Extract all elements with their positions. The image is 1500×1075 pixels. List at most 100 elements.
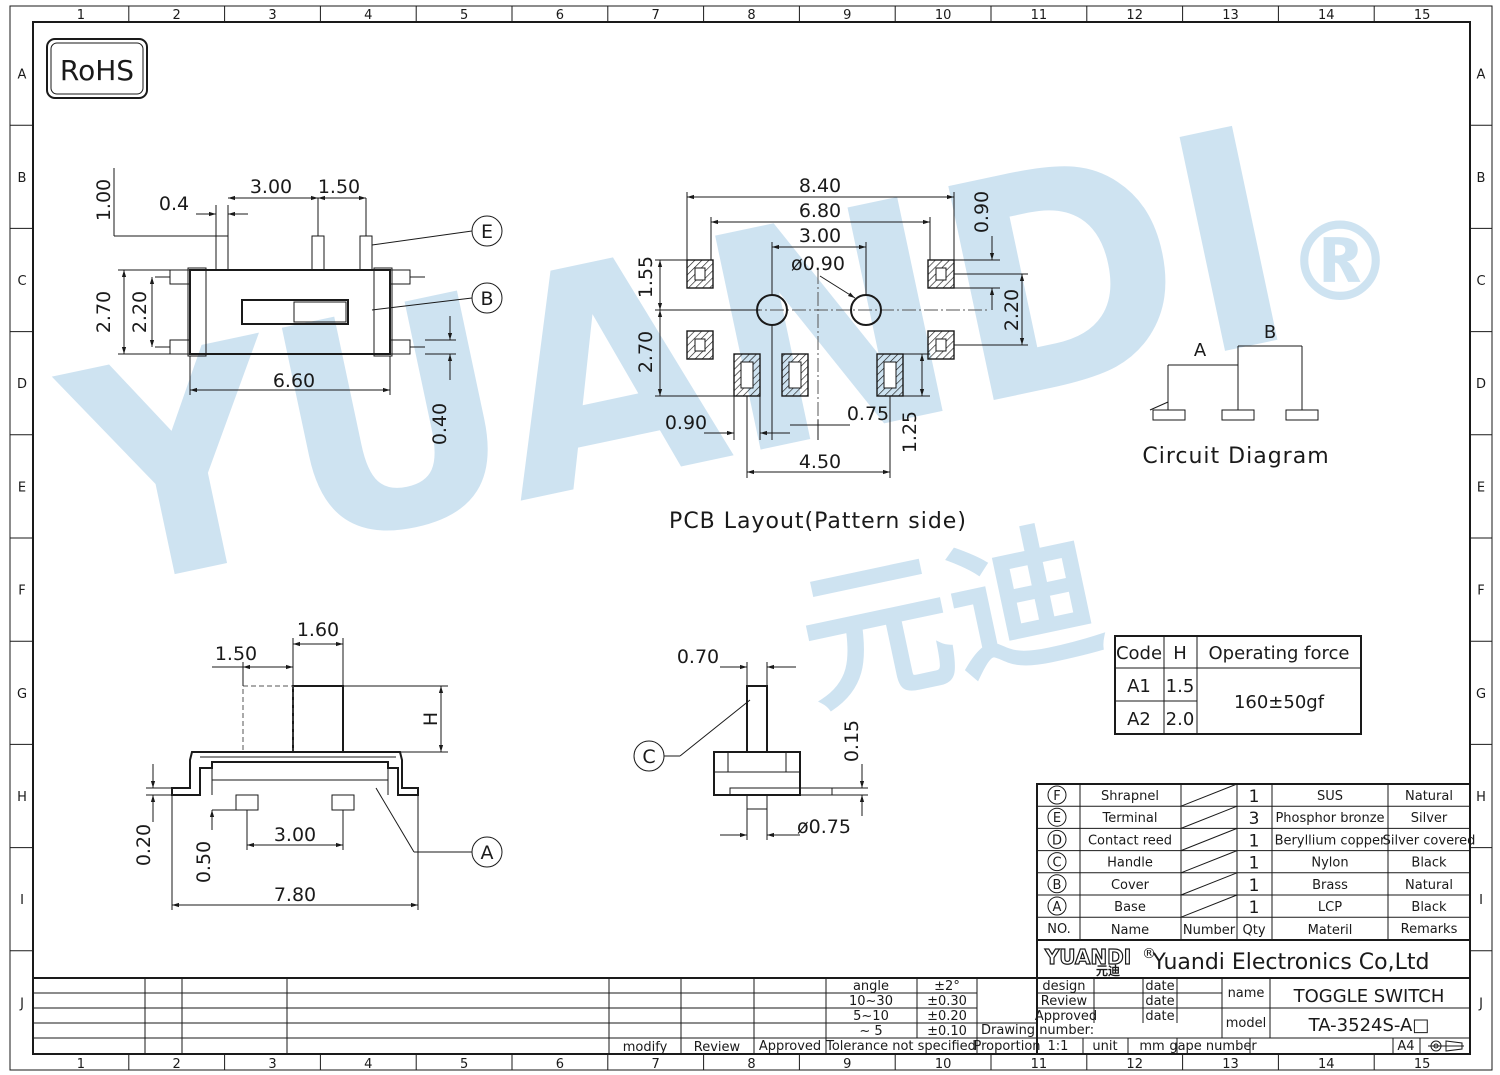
tb-model-value: TA-3524S-A□ xyxy=(1308,1015,1430,1036)
bom-name: Shrapnel xyxy=(1101,789,1159,804)
bom-no: C xyxy=(1052,856,1061,871)
pcb-dim-0-90-top: 0.90 xyxy=(971,191,993,233)
bom-no: B xyxy=(1053,878,1062,893)
watermark-brand: YUANDI xyxy=(38,62,1318,660)
row-marker-right: J xyxy=(1478,996,1483,1011)
dim-2-20: 2.20 xyxy=(129,291,151,333)
col-marker-bottom: 10 xyxy=(935,1057,952,1072)
dim-2-70: 2.70 xyxy=(93,291,115,333)
bom-remarks: Black xyxy=(1411,900,1447,915)
col-marker-top: 5 xyxy=(460,8,468,23)
title-logo-cn: 元迪 xyxy=(1096,963,1120,978)
force-value: 160±50gf xyxy=(1234,692,1325,713)
tol-r1-v: ±0.30 xyxy=(927,994,967,1009)
circuit-diagram: A B Circuit Diagram xyxy=(1142,322,1329,469)
tb-drawing-number: Drawing number: xyxy=(981,1023,1094,1038)
row-marker-left: I xyxy=(20,893,24,908)
pcb-dim-1-25: 1.25 xyxy=(899,411,921,453)
col-marker-bottom: 11 xyxy=(1031,1057,1048,1072)
pcb-layout: 8.40 6.80 3.00 ø0.90 0.90 1.55 2.20 2.70… xyxy=(635,175,1028,534)
bom-name: Base xyxy=(1114,900,1146,915)
col-marker-top: 6 xyxy=(556,8,564,23)
tb-model-label: model xyxy=(1226,1016,1266,1031)
tb-name-label: name xyxy=(1228,986,1265,1001)
col-marker-top: 10 xyxy=(935,8,952,23)
tb-mm: mm xyxy=(1139,1039,1164,1054)
rev-review: Review xyxy=(694,1040,741,1055)
col-marker-top: 4 xyxy=(364,8,372,23)
tol-r3-v: ±0.10 xyxy=(927,1024,967,1039)
col-marker-top: 12 xyxy=(1126,8,1143,23)
row-marker-left: A xyxy=(18,68,27,83)
bom-name: Cover xyxy=(1111,878,1150,893)
col-marker-top: 9 xyxy=(843,8,851,23)
tb-scale: 1:1 xyxy=(1048,1039,1069,1054)
pcb-dim-4-50: 4.50 xyxy=(799,451,841,473)
callout-b: B xyxy=(480,288,493,310)
bom-name: Terminal xyxy=(1102,811,1158,826)
col-marker-bottom: 6 xyxy=(556,1057,564,1072)
bom-header-material: Materil xyxy=(1308,923,1353,938)
col-marker-top: 3 xyxy=(268,8,276,23)
dim-1-50: 1.50 xyxy=(318,176,360,198)
col-marker-top: 13 xyxy=(1222,8,1239,23)
tol-r1: 10~30 xyxy=(849,994,893,1009)
tol-r3: ~ 5 xyxy=(859,1024,882,1039)
col-marker-bottom: 2 xyxy=(173,1057,181,1072)
force-row-a1-code: A1 xyxy=(1127,676,1151,697)
row-marker-right: I xyxy=(1479,893,1483,908)
circuit-label-a: A xyxy=(1194,340,1207,361)
col-marker-bottom: 4 xyxy=(364,1057,372,1072)
front-dim-h: H xyxy=(420,712,442,726)
col-marker-top: 8 xyxy=(747,8,755,23)
col-marker-bottom: 14 xyxy=(1318,1057,1335,1072)
pcb-dim-2-70: 2.70 xyxy=(635,331,657,373)
bom-qty: 3 xyxy=(1249,809,1260,829)
dim-1-00: 1.00 xyxy=(93,179,115,221)
pcb-dim-0-75: 0.75 xyxy=(847,403,889,425)
title-logo-reg: ® xyxy=(1142,946,1156,962)
col-marker-top: 1 xyxy=(77,8,85,23)
row-marker-right: D xyxy=(1476,377,1486,392)
circuit-caption: Circuit Diagram xyxy=(1142,444,1329,469)
row-marker-left: G xyxy=(17,687,27,702)
dim-6-60: 6.60 xyxy=(273,370,315,392)
pcb-dim-0-90: 0.90 xyxy=(665,412,707,434)
tol-r2: 5~10 xyxy=(853,1009,889,1024)
row-marker-left: J xyxy=(19,996,24,1011)
callout-a: A xyxy=(481,842,494,864)
bom-remarks: Black xyxy=(1411,856,1447,871)
pcb-dim-6-80: 6.80 xyxy=(799,200,841,222)
tb-unit: unit xyxy=(1092,1039,1117,1054)
row-marker-right: F xyxy=(1477,584,1484,599)
rohs-badge: RoHS xyxy=(46,38,148,99)
tb-date-2: date xyxy=(1145,994,1174,1009)
row-marker-right: A xyxy=(1477,68,1486,83)
bom-no: A xyxy=(1053,900,1062,915)
pcb-caption: PCB Layout(Pattern side) xyxy=(669,509,967,534)
force-header-code: Code xyxy=(1116,643,1162,664)
dim-0-4: 0.4 xyxy=(159,193,189,215)
watermark: YUANDI 元迪 ® xyxy=(38,62,1395,735)
col-marker-bottom: 15 xyxy=(1414,1057,1431,1072)
col-marker-bottom: 3 xyxy=(268,1057,276,1072)
tol-label: Tolerance not specified xyxy=(825,1039,976,1054)
bom-header-qty: Qty xyxy=(1242,923,1265,938)
tb-date-1: date xyxy=(1145,979,1174,994)
pcb-dim-8-40: 8.40 xyxy=(799,175,841,197)
bom-material: LCP xyxy=(1318,900,1342,915)
col-marker-bottom: 5 xyxy=(460,1057,468,1072)
row-marker-left: C xyxy=(17,274,26,289)
force-row-a2-code: A2 xyxy=(1127,709,1151,730)
row-marker-right: B xyxy=(1477,171,1486,186)
company-name: Yuandi Electronics Co,Ltd xyxy=(1152,950,1430,975)
title-logo: YUANDI xyxy=(1044,945,1131,969)
bom-header-remarks: Remarks xyxy=(1401,922,1458,937)
tol-r2-v: ±0.20 xyxy=(927,1009,967,1024)
pcb-dim-3-00: 3.00 xyxy=(799,225,841,247)
front-dim-1-50: 1.50 xyxy=(215,643,257,665)
bom-no: F xyxy=(1053,789,1060,804)
